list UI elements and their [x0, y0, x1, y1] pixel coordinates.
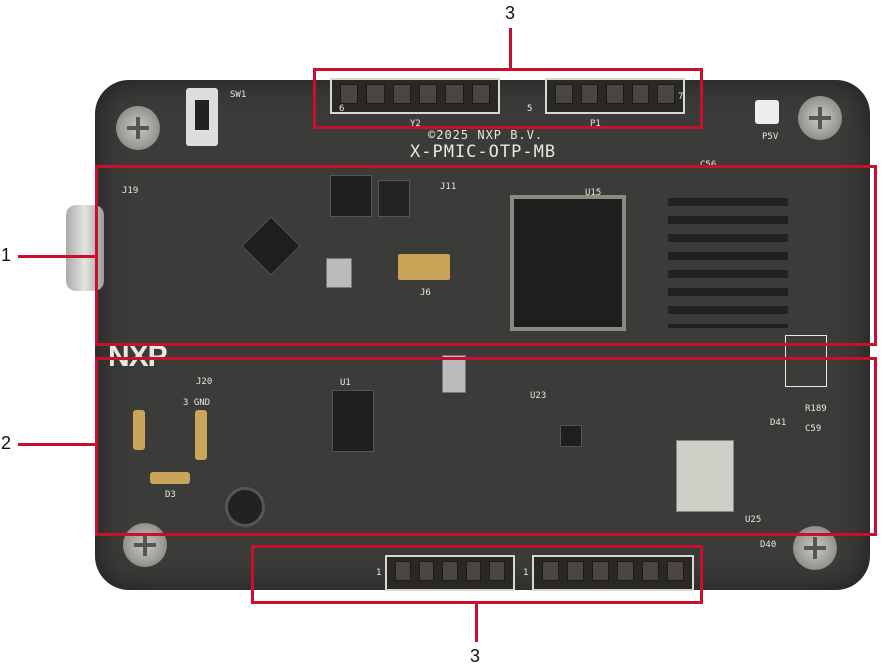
callout-box-3-bottom — [251, 545, 703, 604]
mounting-screw — [123, 523, 167, 567]
copyright-text: ©2025 NXP B.V. — [428, 128, 544, 142]
callout-line — [475, 604, 478, 642]
callout-line — [509, 28, 512, 68]
test-pad — [150, 472, 190, 484]
header-p1 — [330, 78, 500, 114]
microcontroller — [510, 195, 626, 331]
regulator-u1 — [332, 390, 374, 452]
silk-label: J19 — [122, 186, 139, 196]
mounting-screw — [116, 106, 160, 150]
inductor — [225, 487, 265, 527]
silk-label: J20 — [196, 377, 213, 387]
crystal-y2 — [326, 258, 352, 288]
callout-label-3-top: 3 — [505, 3, 516, 23]
silk-label: SW1 — [230, 90, 247, 100]
ic — [330, 175, 372, 217]
silk-label: R189 — [805, 404, 827, 414]
callout-label-2: 2 — [1, 433, 12, 453]
crystal-y1 — [442, 355, 466, 393]
silk-label: P1 — [590, 119, 601, 129]
callout-box-1 — [95, 165, 877, 346]
silk-label: U25 — [745, 515, 762, 525]
callout-box-3-top — [313, 68, 703, 129]
silk-label: P5V — [762, 132, 779, 142]
pin-number: 7 — [678, 92, 684, 102]
silk-label: D40 — [760, 540, 777, 550]
regulator-u25 — [676, 440, 734, 512]
callout-box-2 — [95, 357, 877, 536]
jtag-header-j6 — [398, 254, 450, 280]
silk-label: J6 — [420, 288, 431, 298]
test-pad — [195, 410, 207, 460]
callout-line — [18, 255, 95, 258]
silk-label: C59 — [805, 424, 822, 434]
silk-label: 3 GND — [183, 398, 211, 408]
header-p3 — [545, 78, 685, 114]
board-name: X-PMIC-OTP-MB — [410, 142, 557, 162]
pin-number: 1 — [523, 568, 529, 578]
pin-number: 5 — [527, 104, 533, 114]
pin-number: 6 — [339, 104, 345, 114]
silk-label: U1 — [340, 378, 351, 388]
silk-label: D3 — [165, 490, 176, 500]
callout-line — [18, 443, 95, 446]
silk-label: U15 — [585, 188, 602, 198]
transistor-array — [668, 188, 788, 328]
weee-symbol — [785, 335, 827, 387]
silk-label: D41 — [770, 418, 787, 428]
header-bottom-left — [385, 555, 515, 591]
mounting-screw — [798, 96, 842, 140]
header-bottom-right — [532, 555, 694, 591]
led-d3 — [755, 100, 779, 124]
test-pad — [133, 410, 145, 450]
switch-sw1 — [186, 88, 218, 146]
pin-number: 1 — [376, 568, 382, 578]
ic-u15 — [560, 425, 582, 447]
callout-label-1: 1 — [1, 245, 12, 265]
silk-label: J11 — [440, 182, 457, 192]
silk-label: Y2 — [410, 119, 421, 129]
ic-u3 — [378, 180, 410, 217]
callout-label-3-bottom: 3 — [470, 646, 481, 666]
silk-label-u23: U23 — [530, 391, 547, 401]
